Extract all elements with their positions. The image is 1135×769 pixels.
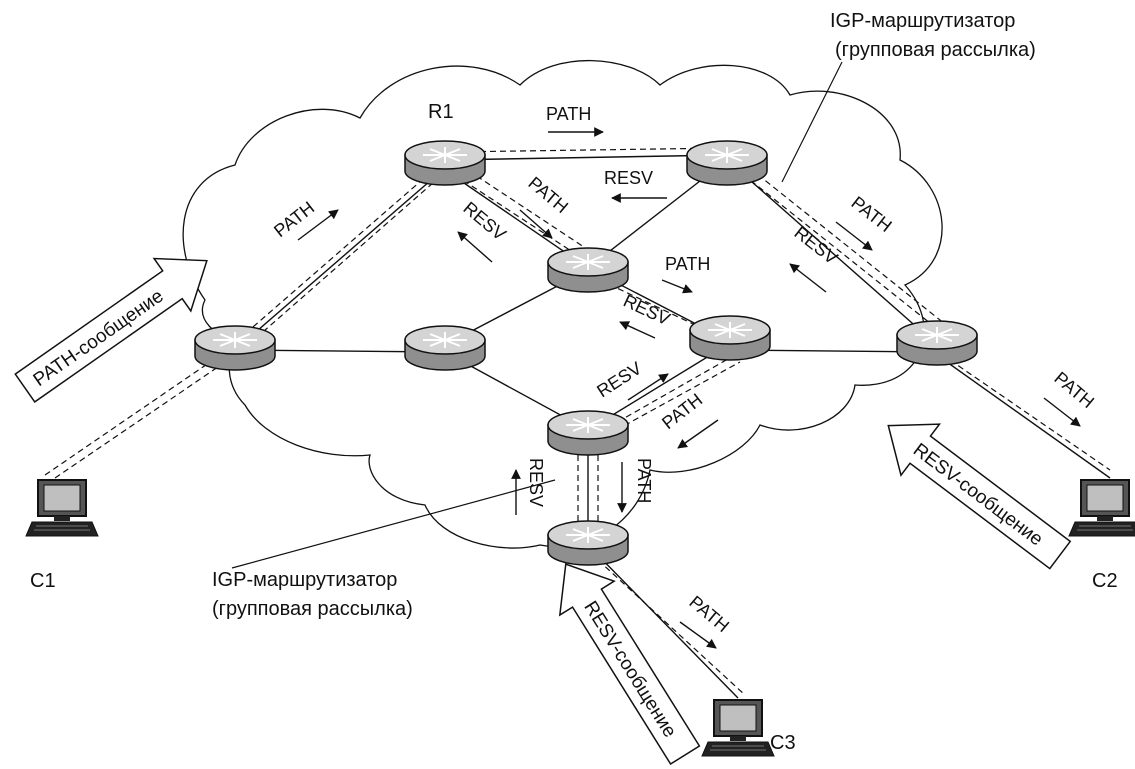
path-label: PATH	[658, 389, 706, 433]
igp-caption-bottom-leader	[231, 479, 556, 569]
host-label-c3: C3	[770, 732, 796, 754]
path-label: PATH	[685, 592, 733, 636]
resv-label: RESV	[593, 358, 645, 401]
igp-caption-bottom-line2: (групповая рассылка)	[212, 598, 413, 620]
host-label-c1: C1	[30, 570, 56, 592]
router-icon	[689, 315, 771, 361]
network-cloud	[182, 59, 943, 549]
resv-message-bottom-text: RESV-сообщение	[579, 598, 680, 742]
signal-labels: PATH PATH RESV PATH RESV PATH RESV PATH …	[270, 104, 1098, 649]
computer-icon	[25, 479, 99, 537]
path-label: PATH	[270, 197, 318, 241]
router-icon	[404, 325, 486, 371]
computer-icon	[1068, 479, 1135, 537]
router-label-r1: R1	[428, 101, 454, 123]
resv-label: RESV	[791, 222, 842, 268]
resv-message-arrow-bottom: RESV-сообщение	[558, 563, 701, 766]
signalling-paths	[44, 147, 1111, 696]
host-label-c2: C2	[1092, 570, 1118, 592]
resv-label: RESV	[620, 290, 673, 329]
igp-caption-top-line1: IGP-маршрутизатор	[830, 10, 1015, 32]
igp-caption-top-leader	[781, 61, 843, 183]
path-label: PATH	[848, 192, 896, 236]
router-icon	[547, 247, 629, 293]
router-icon	[194, 325, 276, 371]
path-message-text: PATH-сообщение	[30, 286, 168, 391]
resv-label: RESV	[459, 198, 509, 245]
router-icon	[547, 410, 629, 456]
resv-message-right-text: RESV-сообщение	[909, 439, 1047, 550]
router-icon	[896, 320, 978, 366]
router-icon	[547, 520, 629, 566]
resv-label: RESV	[604, 168, 653, 188]
igp-caption-bottom-line1: IGP-маршрутизатор	[212, 569, 397, 591]
path-label: PATH	[1050, 368, 1098, 412]
router-icon	[404, 140, 486, 186]
path-message-arrow: PATH-сообщение	[14, 257, 208, 403]
path-label: PATH	[546, 104, 591, 124]
igp-caption-top-line2: (групповая рассылка)	[835, 39, 1036, 61]
path-label: PATH	[665, 254, 710, 274]
resv-message-arrow-right: RESV-сообщение	[887, 423, 1072, 570]
router-icon	[686, 140, 768, 186]
resv-label: RESV	[526, 458, 546, 507]
computer-icon	[701, 699, 775, 757]
path-label: PATH	[634, 458, 654, 503]
path-label: PATH	[524, 173, 572, 217]
